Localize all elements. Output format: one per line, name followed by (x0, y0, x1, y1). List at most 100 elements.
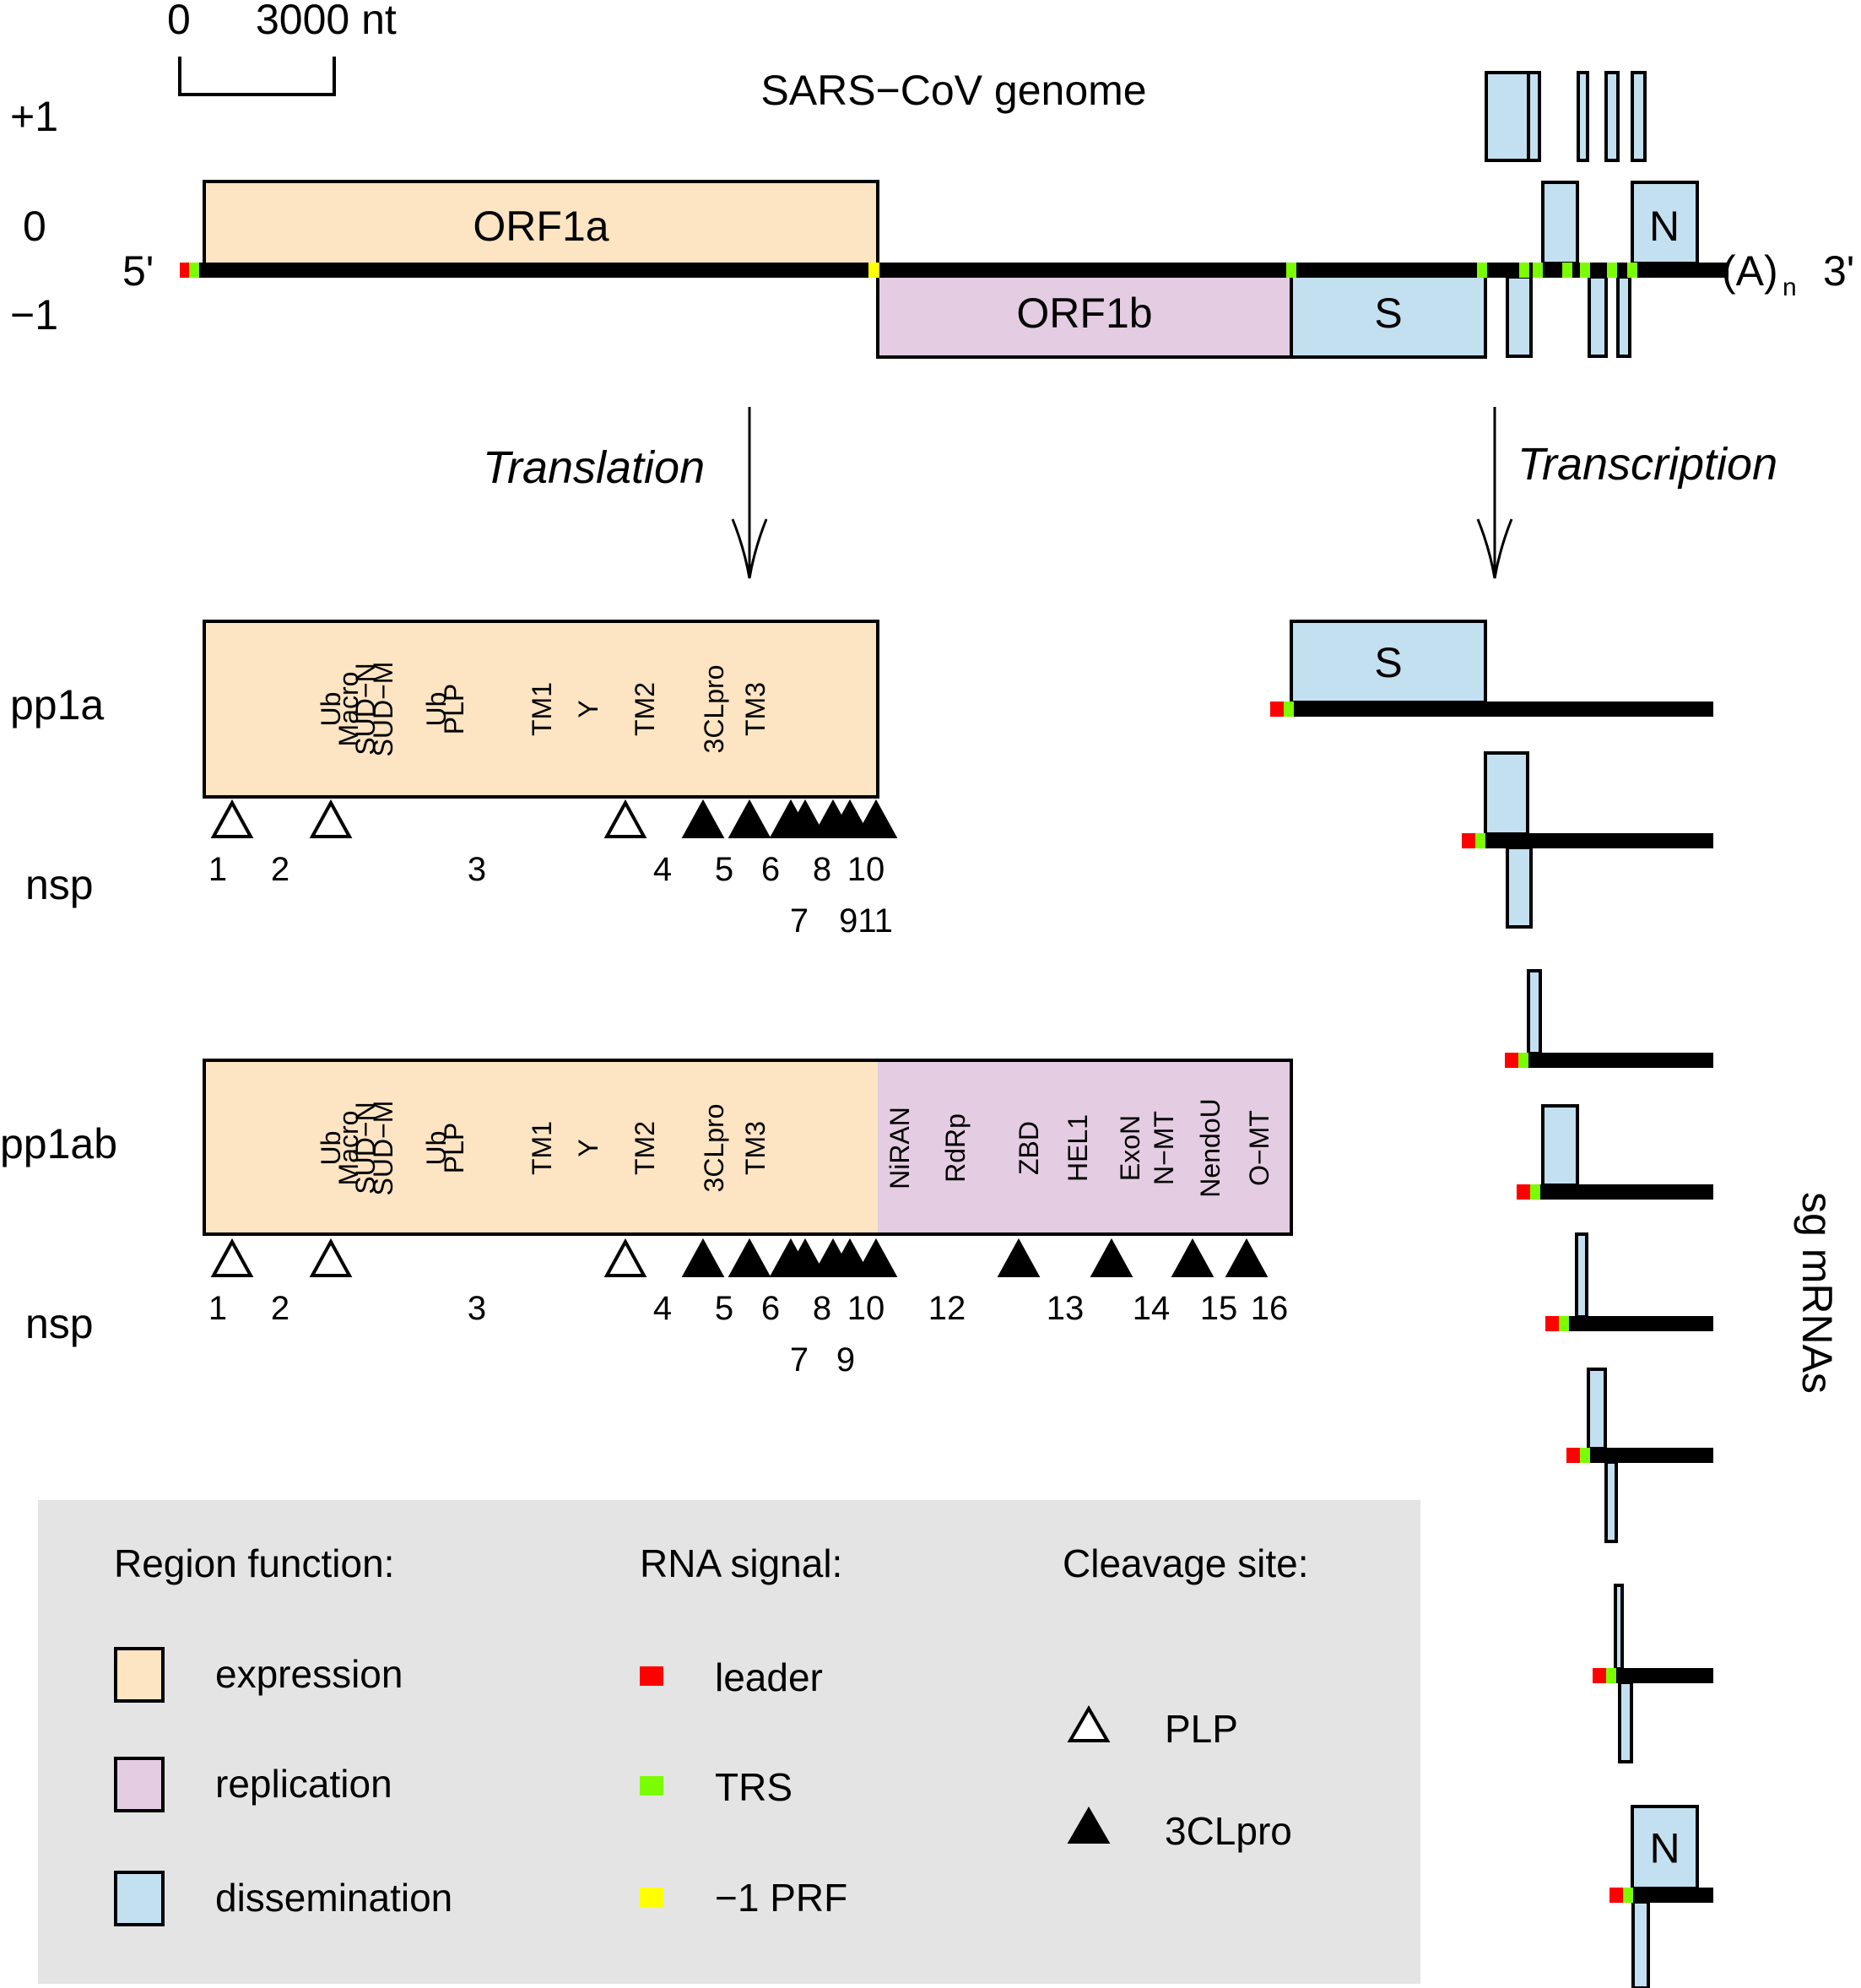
scale-end-label: 3000 nt (256, 0, 397, 43)
3clpro-filled-triangle-icon (1067, 1807, 1111, 1844)
domain-label: Macro (333, 672, 364, 747)
orf7b-box (1604, 71, 1620, 162)
domain-label: TM3 (740, 1121, 771, 1175)
orf3a-minus1-box (1506, 275, 1533, 358)
rna-line (1589, 1448, 1713, 1463)
pp1ab-1b-region (878, 1060, 1291, 1234)
scale-bar: 0 3000 nt (167, 0, 397, 96)
legend-rna-title: RNA signal: (640, 1541, 842, 1585)
domain-label: ZBD (1014, 1121, 1044, 1175)
trs-signal (189, 263, 199, 278)
m-box (1588, 275, 1608, 358)
3clpro-cleavage-site-icon (681, 799, 725, 838)
trs-signal (1286, 263, 1296, 278)
nsp-number: 4 (653, 1290, 672, 1327)
five-prime-label: 5' (122, 247, 154, 295)
legend-region-replication: replication (215, 1762, 392, 1806)
nsp-number: 15 (1200, 1290, 1238, 1327)
3clpro-cleavage-site-icon (828, 799, 872, 838)
plp-cleavage-site-icon (210, 799, 254, 838)
sg-mrnas-label: sg mRNAs (1793, 1192, 1841, 1394)
plp-cleavage-site-icon (309, 799, 353, 838)
orf-box (1631, 1900, 1650, 1988)
legend-region-expression: expression (215, 1652, 403, 1696)
pp1a-nsp-label: nsp (25, 861, 94, 908)
orf1b-box (876, 268, 1293, 359)
pp1a-box (203, 620, 879, 799)
domain-label: NiRAN (885, 1107, 915, 1189)
orf1a-label: ORF1a (473, 203, 609, 250)
rna-line (1632, 1888, 1713, 1903)
orf-box (1618, 1681, 1633, 1763)
domain-label: 3CLpro (699, 665, 729, 754)
trs-signal (1627, 263, 1637, 278)
orf-box (1614, 1584, 1624, 1671)
legend-signal-leader: leader (715, 1655, 823, 1699)
domain-label: SUD−N (350, 1102, 381, 1194)
legend-region-dissemination: dissemination (215, 1876, 452, 1920)
domain-label: TM2 (630, 682, 660, 736)
nsp-number: 16 (1251, 1290, 1289, 1327)
nsp-number: 5 (715, 1290, 733, 1327)
genome-trs-marks (1286, 263, 1637, 278)
nsp-number: 4 (653, 851, 672, 888)
pp1a-cleavage-sites (210, 799, 898, 838)
translation-arrow: Translation (483, 407, 768, 579)
plp-cleavage-site-icon (603, 799, 647, 838)
domain-label: 3CLpro (699, 1104, 729, 1193)
legend-swatch-expression (114, 1647, 165, 1703)
trs-signal (1606, 1668, 1616, 1683)
pp1ab-1a-region (204, 1060, 878, 1234)
sg-mrna-1: S (1270, 620, 1713, 717)
trs-signal (1623, 1888, 1633, 1903)
plp-cleavage-site-icon (309, 1238, 353, 1277)
orf-box (1290, 620, 1487, 704)
sg-mrna-8: N (1609, 1805, 1713, 1988)
domain-label: RdRp (940, 1113, 971, 1183)
orf-box (1527, 969, 1542, 1055)
3clpro-cleavage-site-icon (1090, 1238, 1133, 1277)
nsp-number: 8 (813, 1290, 831, 1327)
plp-cleavage-site-icon (603, 1238, 647, 1277)
rna-line (1293, 701, 1713, 717)
legend: Region function: RNA signal: Cleavage si… (38, 1500, 1420, 1984)
leader-signal (180, 263, 189, 278)
nsp-number: 7 (790, 1341, 809, 1379)
domain-label: TM3 (740, 682, 771, 736)
poly-a-label: (A) (1722, 247, 1778, 295)
nsp-number: 1 (208, 851, 227, 888)
domain-label: Ub (316, 1131, 346, 1166)
sg-mrna-5 (1545, 1232, 1713, 1331)
sg-mrna-7 (1593, 1584, 1713, 1763)
legend-signal-prf: −1 PRF (715, 1876, 847, 1920)
3clpro-cleavage-site-icon (681, 1238, 725, 1277)
orf8a-box (1631, 71, 1647, 162)
domain-label: N−MT (1149, 1111, 1179, 1185)
trs-signal (1519, 263, 1529, 278)
trs-signal (1518, 1053, 1528, 1068)
domain-label: SUD−M (368, 1101, 398, 1196)
pp1ab-nsp-label: nsp (25, 1300, 94, 1347)
pp1ab-box (203, 1059, 1293, 1236)
pp1ab-cleavage-sites (210, 1238, 1269, 1277)
legend-region-title: Region function: (114, 1541, 394, 1585)
domain-label: Ub (316, 692, 346, 727)
domain-label: SUD−M (368, 662, 398, 757)
rna-line (1615, 1668, 1713, 1683)
trs-signal (1580, 1448, 1590, 1463)
nsp-number: 3 (468, 851, 486, 888)
legend-leader-swatch (640, 1666, 663, 1686)
3clpro-cleavage-site-icon (728, 799, 771, 838)
pp1ab-label: pp1ab (0, 1120, 117, 1167)
3clpro-cleavage-site-icon (1225, 1238, 1269, 1277)
legend-cleavage-title: Cleavage site: (1063, 1541, 1309, 1585)
sg-mrna-6 (1566, 1368, 1713, 1543)
nsp-number: 13 (1047, 1290, 1085, 1327)
nsp-number: 911 (839, 902, 893, 940)
domain-label: TM1 (527, 682, 557, 736)
orf3b-box (1527, 71, 1541, 162)
legend-signal-trs: TRS (715, 1765, 793, 1809)
rna-line (1539, 1184, 1713, 1200)
